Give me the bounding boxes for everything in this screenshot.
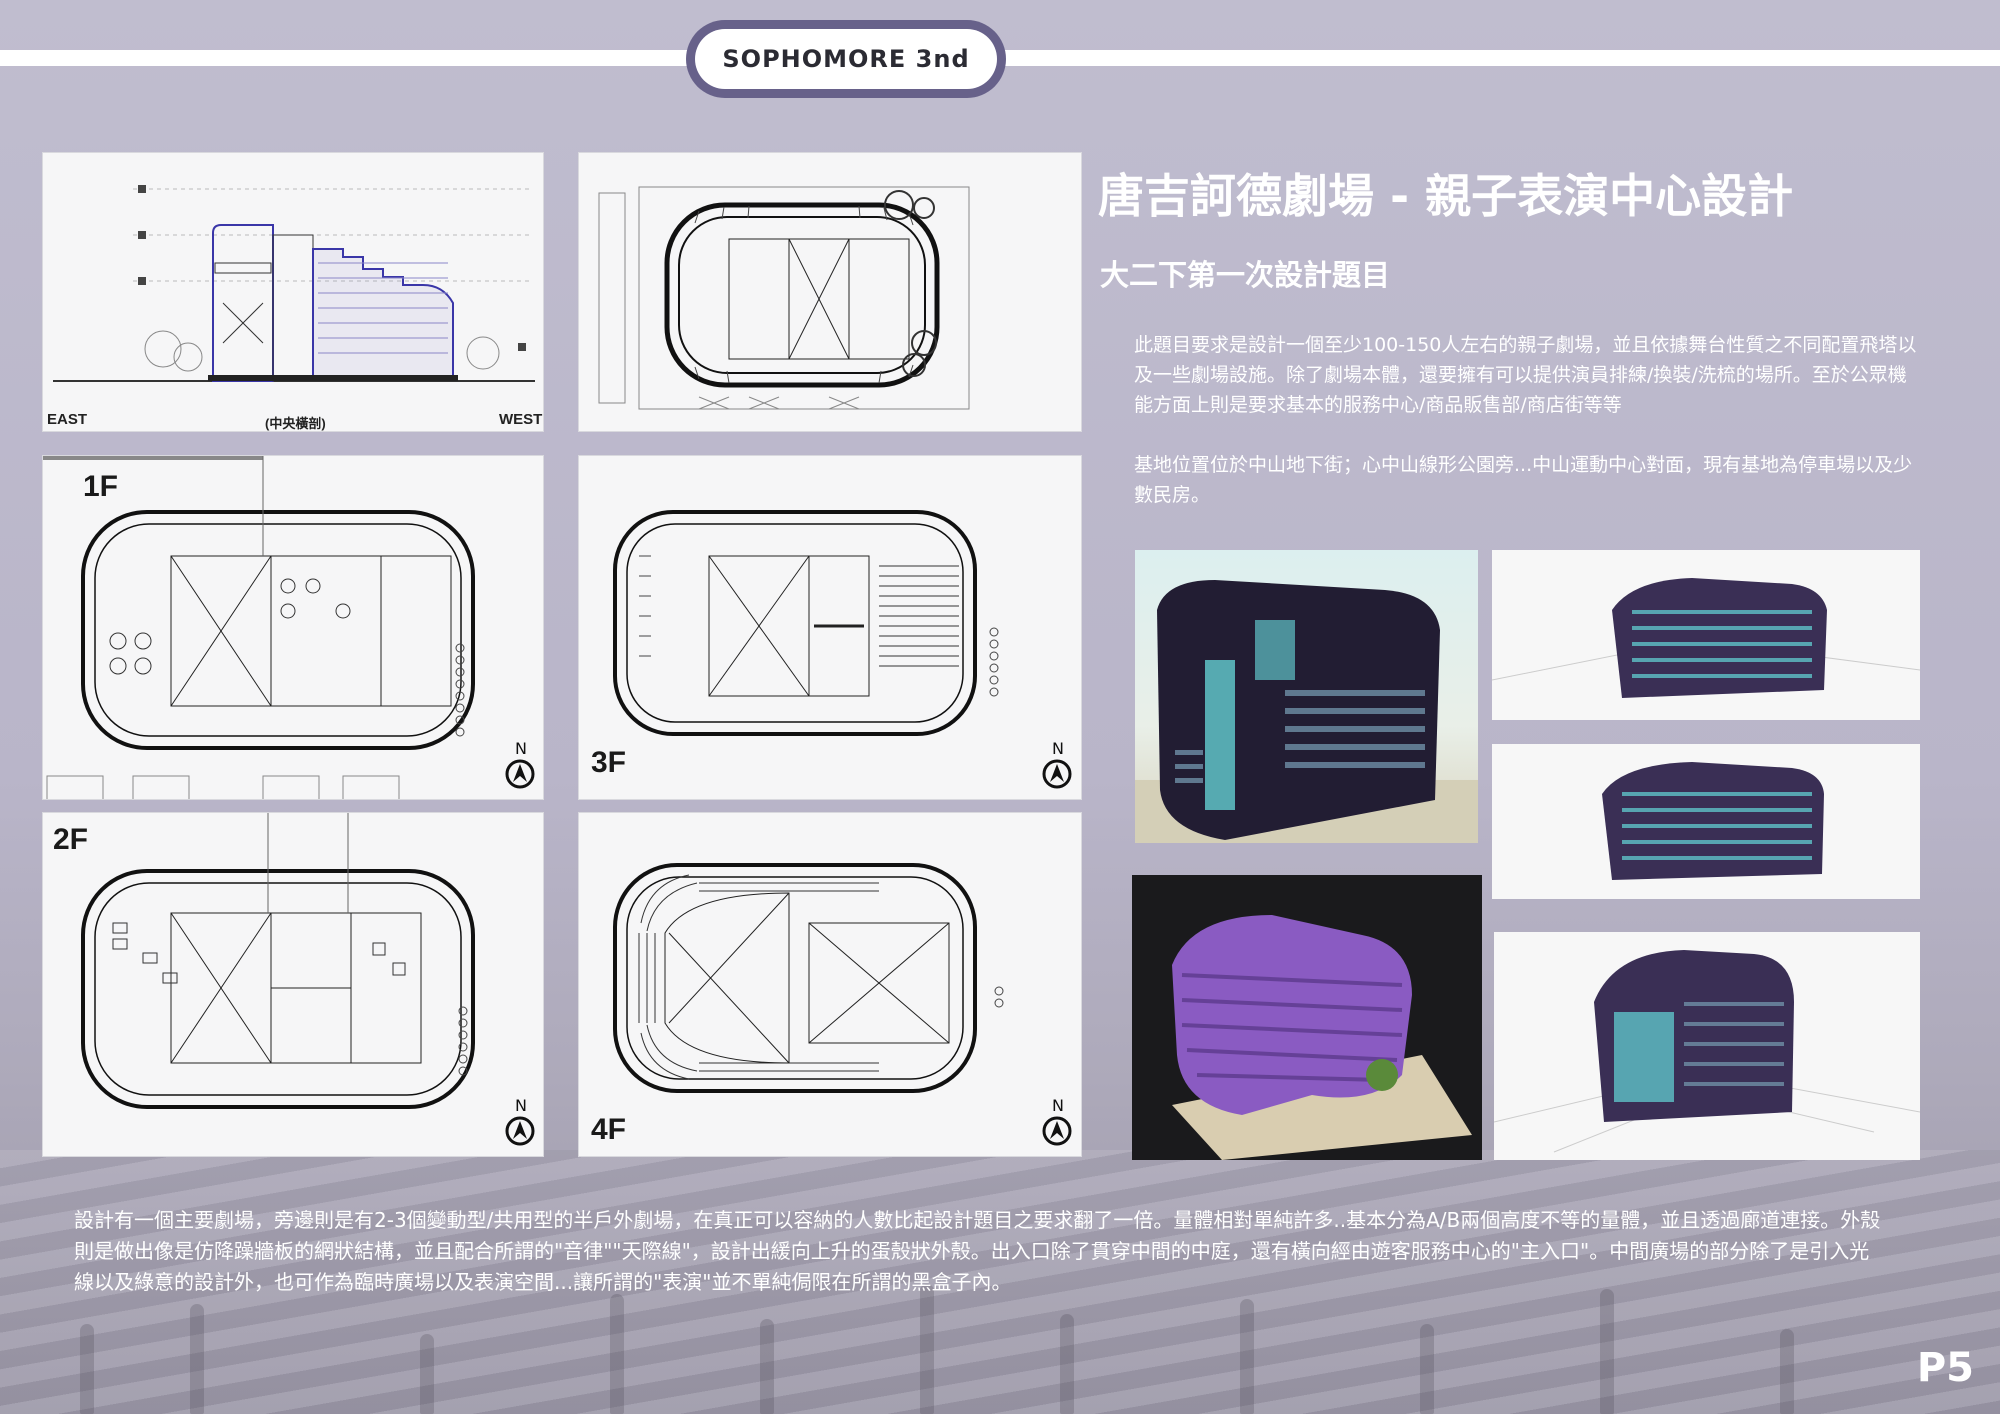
background-stairs (0, 1150, 2000, 1414)
floor-label-1f: 1F (83, 470, 119, 503)
design-description: 設計有一個主要劇場，旁邊則是有2-3個變動型/共用型的半戶外劇場，在真正可以容納… (74, 1208, 1881, 1294)
intro-paragraph-1: 此題目要求是設計一個至少100-150人左右的親子劇場，並且依據舞台性質之不同配… (1134, 334, 1917, 416)
svg-text:N: N (1052, 1096, 1064, 1115)
page-number: P5 (1916, 1345, 1974, 1391)
page-subtitle: 大二下第一次設計題目 (1100, 258, 1391, 292)
svg-text:N: N (515, 739, 527, 758)
background-crowd (0, 1180, 2000, 1414)
render-aerial-2 (1492, 744, 1920, 899)
render-aerial-3 (1494, 932, 1920, 1160)
render-perspective-sky (1135, 550, 1478, 843)
svg-text:N: N (515, 1096, 527, 1115)
floor-label-4f: 4F (591, 1113, 627, 1146)
floor-label-3f: 3F (591, 746, 627, 779)
floor-plan-2f: N 2F (42, 812, 544, 1157)
svg-text:N: N (1052, 739, 1064, 758)
section-label-east: EAST (47, 411, 88, 428)
render-physical-model (1132, 875, 1482, 1160)
floor-plan-4f: N 4F (578, 812, 1082, 1157)
render-aerial-1 (1492, 550, 1920, 720)
header-badge-text: SOPHOMORE 3nd (695, 29, 997, 89)
section-drawing: EAST (中央橫剖) WEST (42, 152, 544, 432)
floor-label-2f: 2F (53, 823, 89, 856)
intro-paragraph-2: 基地位置位於中山地下街；心中山線形公園旁...中山運動中心對面，現有基地為停車場… (1134, 454, 1913, 506)
site-plan (578, 152, 1082, 432)
floor-plan-1f: N 1F (42, 455, 544, 800)
floor-plan-3f: N 3F (578, 455, 1082, 800)
header-badge: SOPHOMORE 3nd (686, 20, 1006, 98)
section-label-center: (中央橫剖) (265, 416, 326, 431)
page-title: 唐吉訶德劇場 - 親子表演中心設計 (1098, 169, 1794, 223)
section-label-west: WEST (499, 411, 543, 428)
